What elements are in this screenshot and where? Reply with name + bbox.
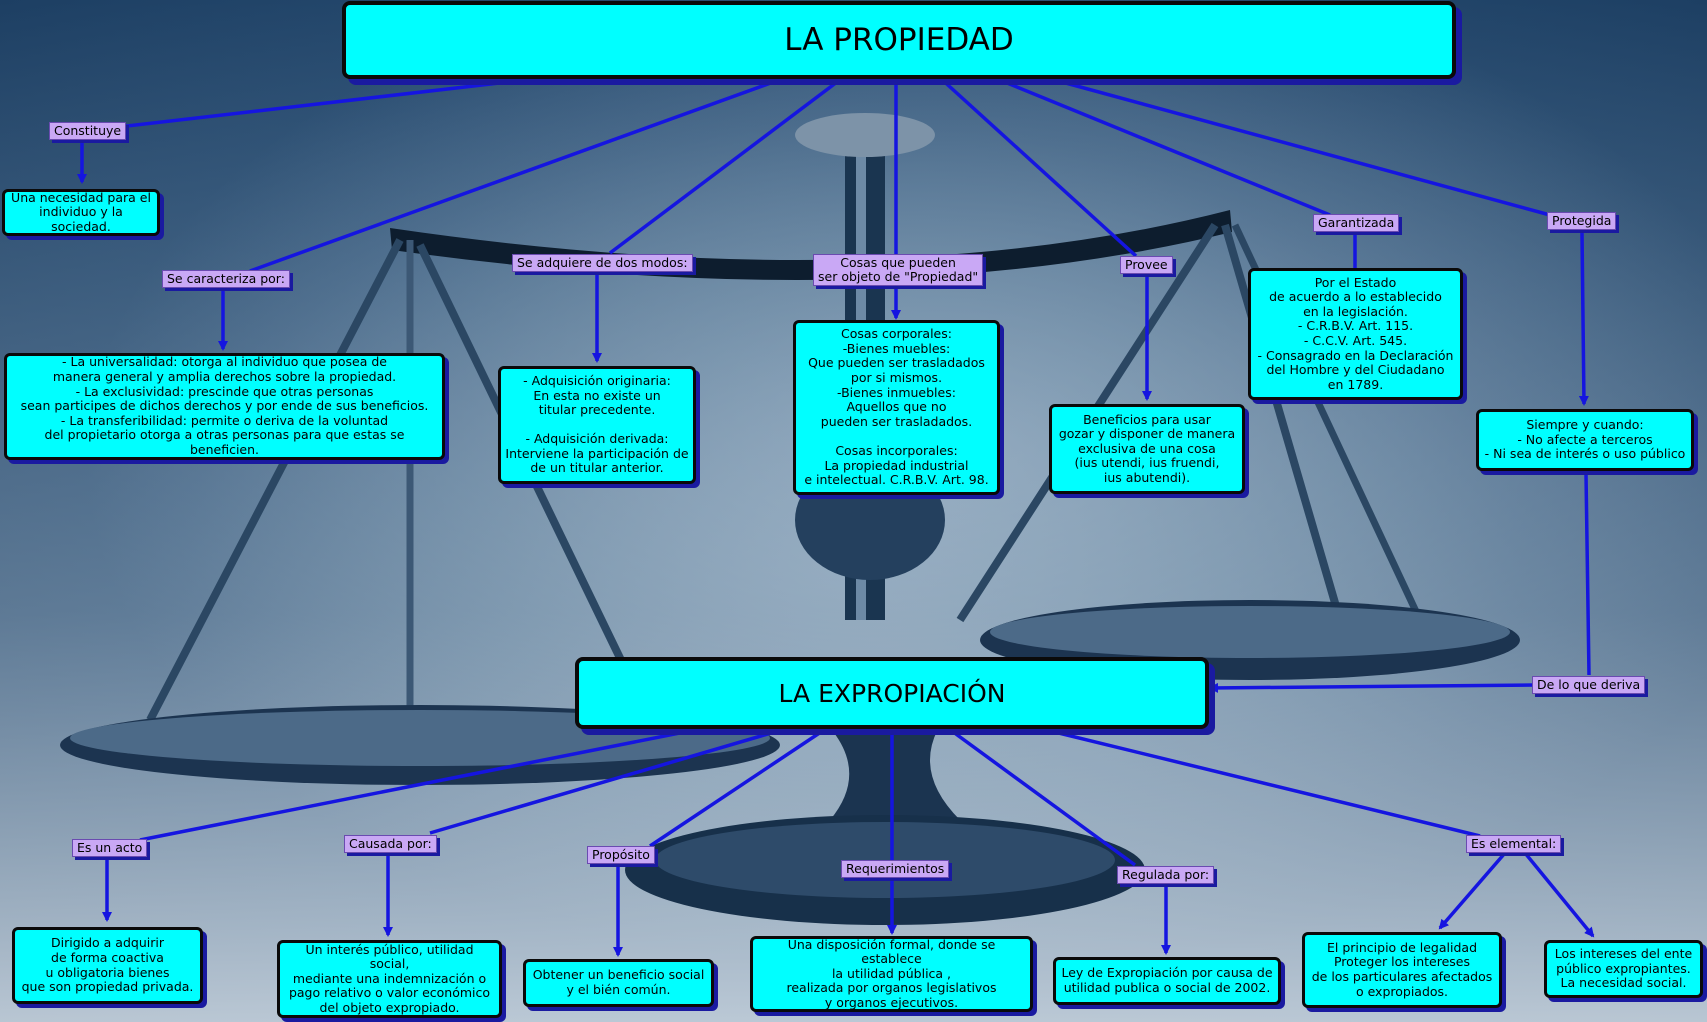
label-protegida: Protegida bbox=[1547, 212, 1617, 230]
label-proposito: Propósito bbox=[587, 846, 655, 864]
propiedad-title: LA PROPIEDAD bbox=[784, 22, 1014, 58]
node-cosas: Cosas corporales: -Bienes muebles: Que p… bbox=[793, 320, 1000, 495]
node-estado: Por el Estado de acuerdo a lo establecid… bbox=[1248, 268, 1463, 400]
label-provee: Provee bbox=[1120, 256, 1173, 274]
label-regulada: Regulada por: bbox=[1117, 866, 1215, 884]
node-siempre: Siempre y cuando: - No afecte a terceros… bbox=[1476, 409, 1694, 471]
label-constituye: Constituye bbox=[49, 122, 127, 140]
label-es-un-acto: Es un acto bbox=[72, 839, 148, 857]
node-beneficios: Beneficios para usar gozar y disponer de… bbox=[1049, 404, 1245, 494]
node-dirigido: Dirigido a adquirir de forma coactiva u … bbox=[12, 927, 203, 1004]
label-se-adquiere: Se adquiere de dos modos: bbox=[512, 254, 693, 272]
node-necesidad: Una necesidad para el individuo y la soc… bbox=[2, 189, 160, 236]
label-causada: Causada por: bbox=[344, 835, 437, 853]
node-obtener: Obtener un beneficio social y el bién co… bbox=[523, 959, 714, 1007]
node-disposicion: Una disposición formal, donde se estable… bbox=[750, 936, 1033, 1012]
propiedad-title-box: LA PROPIEDAD bbox=[342, 1, 1456, 79]
expropiacion-title: LA EXPROPIACIÓN bbox=[778, 678, 1006, 708]
expropiacion-title-box: LA EXPROPIACIÓN bbox=[575, 657, 1209, 729]
label-garantizada: Garantizada bbox=[1313, 214, 1400, 232]
node-ley: Ley de Expropiación por causa de utilida… bbox=[1053, 957, 1281, 1005]
label-se-caracteriza: Se caracteriza por: bbox=[162, 270, 290, 288]
label-de-lo-que-deriva: De lo que deriva bbox=[1532, 676, 1646, 694]
label-cosas-objeto: Cosas que pueden ser objeto de "Propieda… bbox=[813, 254, 984, 286]
label-es-elemental: Es elemental: bbox=[1466, 835, 1562, 853]
node-caracteristicas: - La universalidad: otorga al individuo … bbox=[4, 353, 445, 460]
node-adquisicion: - Adquisición originaria: En esta no exi… bbox=[498, 366, 696, 484]
label-requerimientos: Requerimientos bbox=[841, 860, 950, 878]
node-intereses: Los intereses del ente público expropian… bbox=[1544, 940, 1703, 998]
node-interes: Un interés público, utilidad social, med… bbox=[277, 940, 502, 1018]
node-principio: El principio de legalidad Proteger los i… bbox=[1302, 932, 1502, 1008]
